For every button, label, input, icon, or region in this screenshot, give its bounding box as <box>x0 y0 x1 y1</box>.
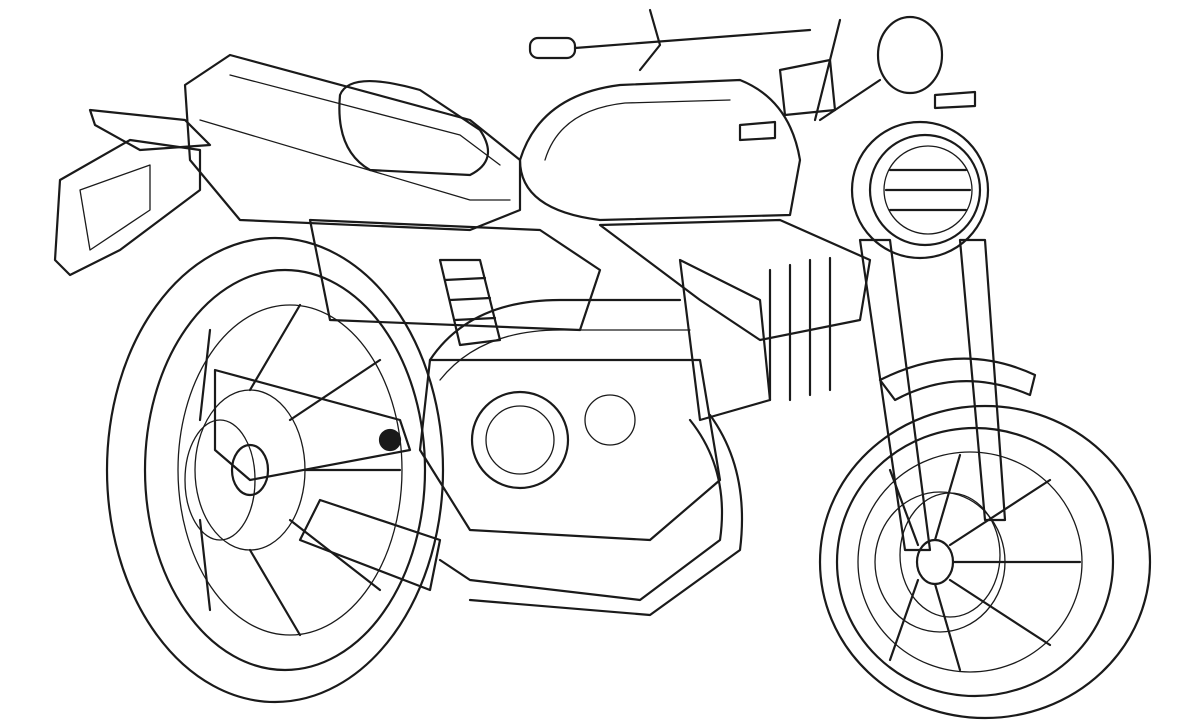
headlight <box>850 120 990 260</box>
swingarm <box>213 368 412 482</box>
tail-section <box>53 108 212 277</box>
mirror <box>813 15 944 122</box>
frame <box>308 218 872 422</box>
exhaust <box>298 413 744 617</box>
rear-shock <box>438 258 502 347</box>
engine <box>378 358 722 542</box>
front-fender <box>878 357 1037 402</box>
fuel-tank <box>518 78 802 222</box>
seat <box>183 53 522 232</box>
front-brake-disc <box>899 492 1001 618</box>
indicator <box>738 120 777 142</box>
front-wheel <box>818 404 1152 720</box>
rear-wheel <box>105 236 445 704</box>
rear-brake-disc <box>184 419 256 541</box>
indicator <box>933 90 977 110</box>
front-fork <box>858 238 1007 552</box>
handlebar <box>528 8 837 117</box>
